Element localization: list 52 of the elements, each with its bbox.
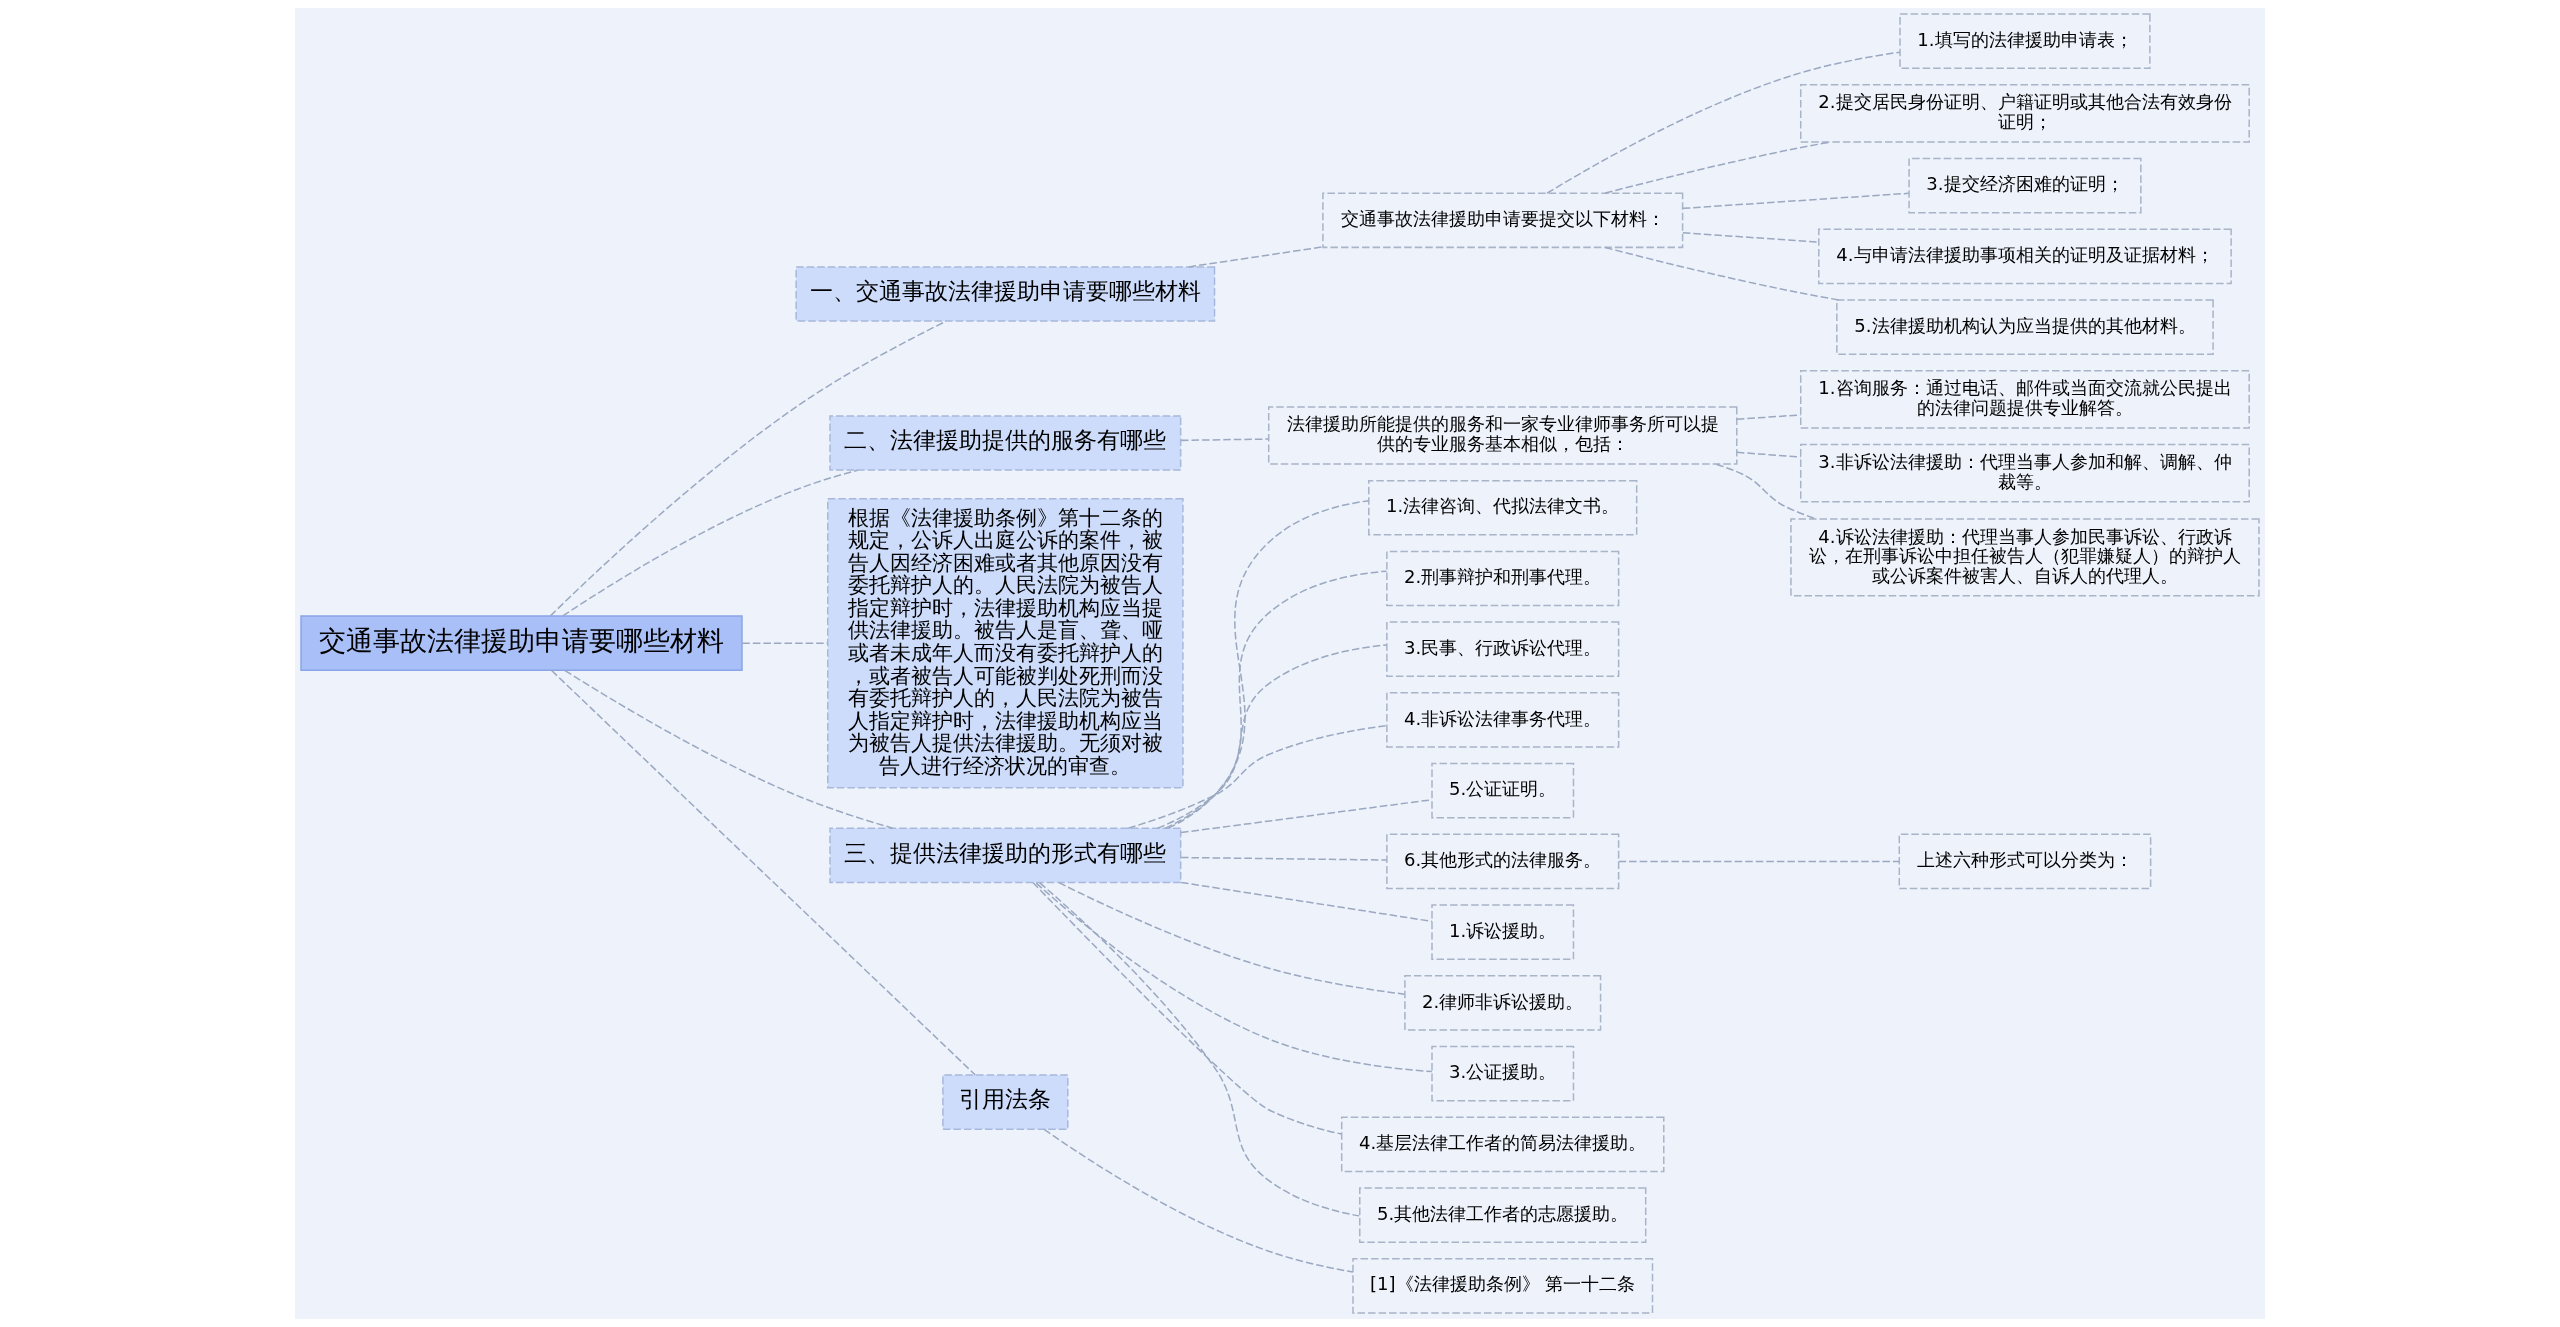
node-box: 1.咨询服务：通过电话、邮件或当面交流就公民提出的法律问题提供专业解答。	[1799, 370, 2250, 429]
connector	[1546, 51, 1901, 194]
node-box: 一、交通事故法律援助申请要哪些材料	[795, 266, 1216, 322]
node-box: 法律援助所能提供的服务和一家专业律师事务所可以提供的专业服务基本相似，包括：	[1267, 406, 1738, 465]
node-box: 3.提交经济困难的证明；	[1908, 157, 2142, 214]
connector	[1127, 724, 1388, 829]
node-box: 3.民事、行政诉讼代理。	[1386, 621, 1620, 678]
connector	[562, 469, 859, 617]
connector	[1156, 644, 1388, 829]
connector	[1167, 500, 1370, 829]
connector	[1180, 856, 1388, 861]
connector	[1604, 246, 1840, 301]
connector	[1188, 246, 1324, 268]
node-box: 1.法律咨询、代拟法律文书。	[1368, 479, 1638, 536]
node-box: 引用法条	[942, 1074, 1069, 1131]
node-box: 5.法律援助机构认为应当提供的其他材料。	[1836, 299, 2214, 355]
connector	[1682, 231, 1820, 243]
connector	[1058, 881, 1406, 995]
node-box: 2.提交居民身份证明、户籍证明或其他合法有效身份证明；	[1799, 84, 2250, 143]
node-box: 5.其他法律工作者的志愿援助。	[1359, 1187, 1647, 1243]
node-box: 2.刑事辩护和刑事代理。	[1386, 550, 1620, 607]
connector	[564, 669, 894, 829]
connector	[550, 669, 977, 1076]
node-box: 1.诉讼援助。	[1431, 904, 1575, 960]
node-box: 3.非诉讼法律援助：代理当事人参加和解、调解、仲裁等。	[1799, 443, 2250, 503]
node-box: 5.公证证明。	[1431, 762, 1575, 819]
node-box: 4.与申请法律援助事项相关的证明及证据材料；	[1818, 228, 2232, 285]
connector	[1043, 1128, 1354, 1273]
node-box: 交通事故法律援助申请要哪些材料	[300, 615, 743, 671]
node-box: [1]《法律援助条例》 第一十二条	[1352, 1257, 1654, 1314]
connector	[1180, 881, 1433, 923]
node-box: 上述六种形式可以分类为：	[1898, 833, 2152, 890]
node-box: 4.诉讼法律援助：代理当事人参加民事诉讼、行政诉讼，在刑事诉讼中担任被告人（犯罪嫌疑人）的辩护人或公诉案件被害人、自诉人的代理人。	[1790, 518, 2260, 597]
node-box: 3.公证援助。	[1431, 1045, 1575, 1102]
node-box: 交通事故法律援助申请要提交以下材料：	[1322, 192, 1684, 249]
node-box: 4.基层法律工作者的简易法律援助。	[1340, 1116, 1665, 1173]
node-box: 三、提供法律援助的形式有哪些	[829, 827, 1182, 884]
node-box: 1.填写的法律援助申请表；	[1899, 13, 2151, 70]
connector	[1164, 570, 1388, 829]
node-box: 4.非诉讼法律事务代理。	[1386, 692, 1620, 748]
connector	[1032, 881, 1343, 1135]
node-box: 根据《法律援助条例》第十二条的规定，公诉人出庭公诉的案件，被告人因经济困难或者其他原因没有委托辩护人的。人民法院为被告人指定辩护时，法律援助机构应当提供法律援助。被告人是盲、聋、哑或者未成年人而没有委托辩护人的，或者被告人可能被判处死刑而没有委托辩护人的，人民法院为被告人指定辩护时，法律援助机构应当为被告人提供法律援助。无须对被告人进行经济状况的审查。	[827, 497, 1184, 789]
connector	[1618, 860, 1900, 863]
node-box: 6.其他形式的法律服务。	[1386, 833, 1620, 890]
node-box: 二、法律援助提供的服务有哪些	[829, 415, 1182, 471]
connector	[1736, 451, 1802, 458]
connector	[1035, 882, 1433, 1073]
node-box: 2.律师非诉讼援助。	[1404, 975, 1602, 1031]
connector	[1180, 438, 1270, 442]
connector	[1736, 414, 1802, 421]
connector	[1039, 882, 1361, 1217]
connector	[1682, 192, 1910, 210]
